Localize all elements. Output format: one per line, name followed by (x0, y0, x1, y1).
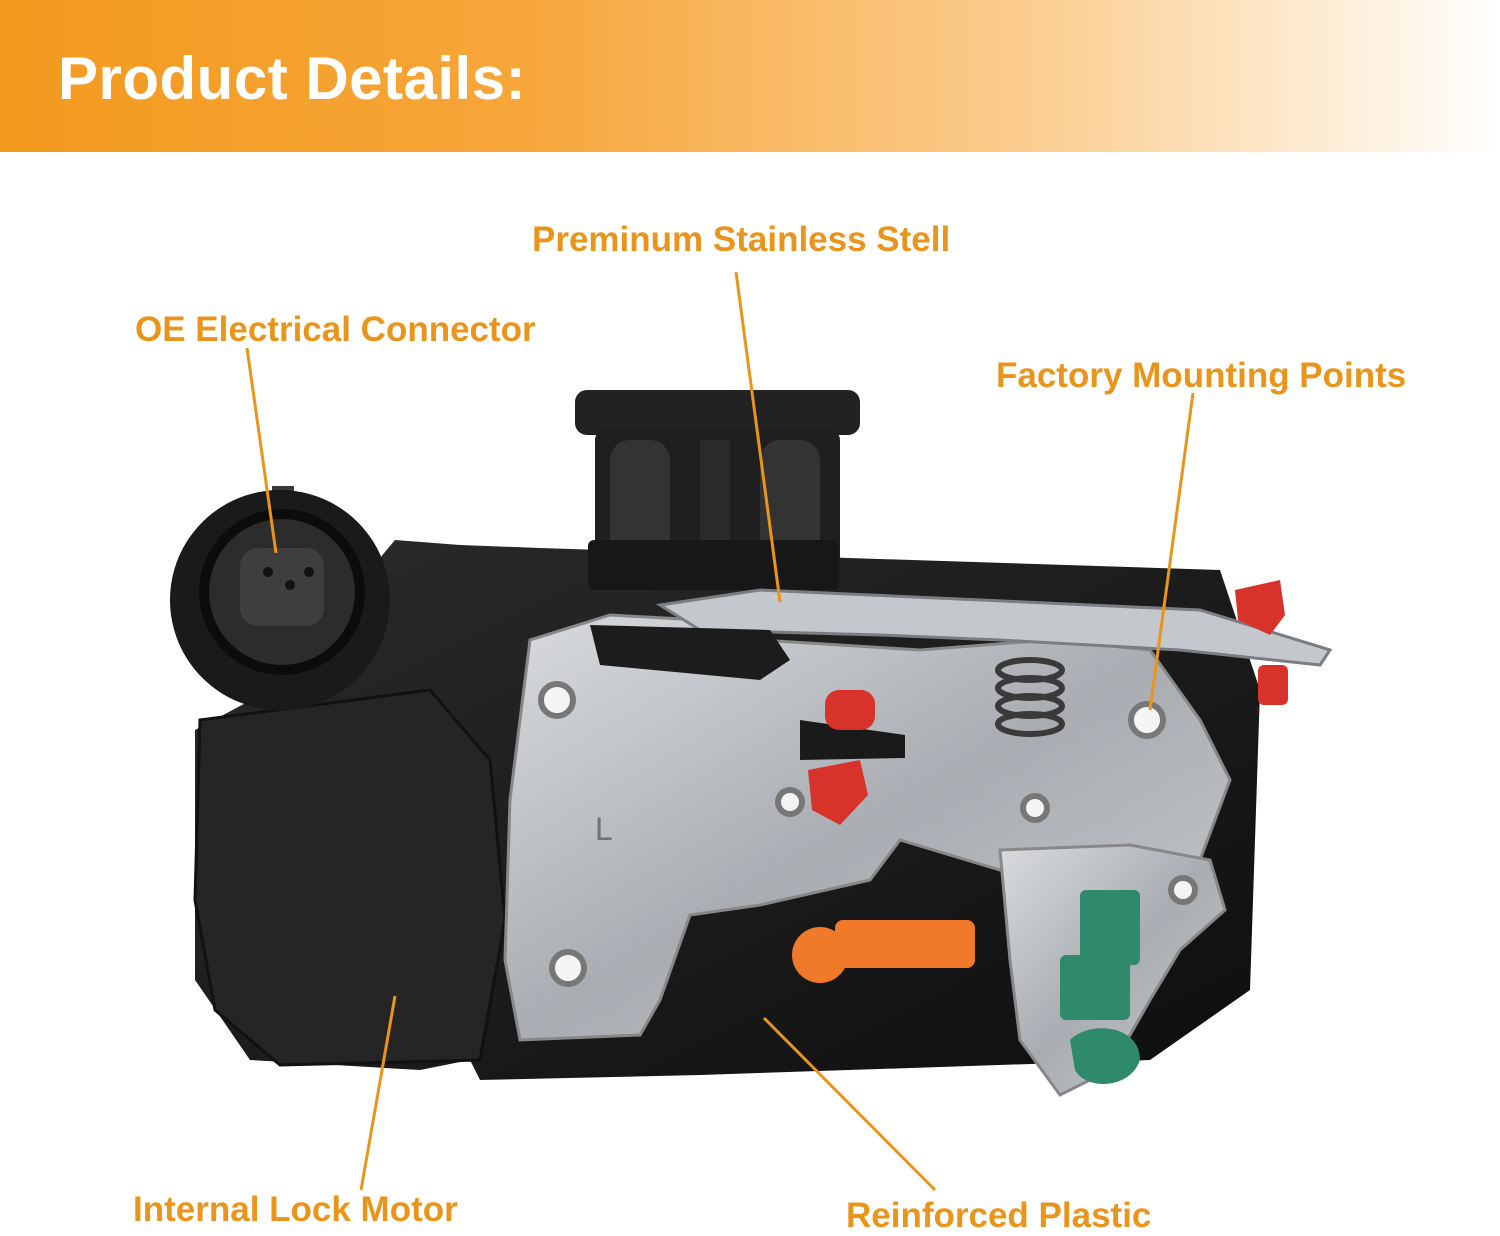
callout-reinforced-plastic: Reinforced Plastic (846, 1196, 1152, 1235)
spring (995, 657, 1065, 737)
red-clip-top-right (1235, 580, 1288, 705)
orange-clip (792, 920, 975, 983)
green-clip (1060, 890, 1140, 1084)
motor-cover (193, 688, 507, 1067)
electrical-connector (170, 486, 390, 710)
mounting-holes (538, 681, 1198, 987)
pivot-arm (800, 720, 905, 760)
page-title: Product Details: (58, 45, 527, 112)
callout-mounting-points: Factory Mounting Points (996, 356, 1407, 395)
callout-stainless-steel: Preminum Stainless Stell (532, 220, 951, 259)
top-rubber-knob (575, 390, 860, 590)
red-clip-center (808, 690, 875, 825)
header-banner: Product Details: (0, 0, 1500, 152)
embossed-mark: L (595, 811, 613, 847)
pivot-block (590, 625, 790, 680)
callout-electrical-connector: OE Electrical Connector (135, 310, 536, 349)
callout-lock-motor: Internal Lock Motor (133, 1190, 458, 1229)
